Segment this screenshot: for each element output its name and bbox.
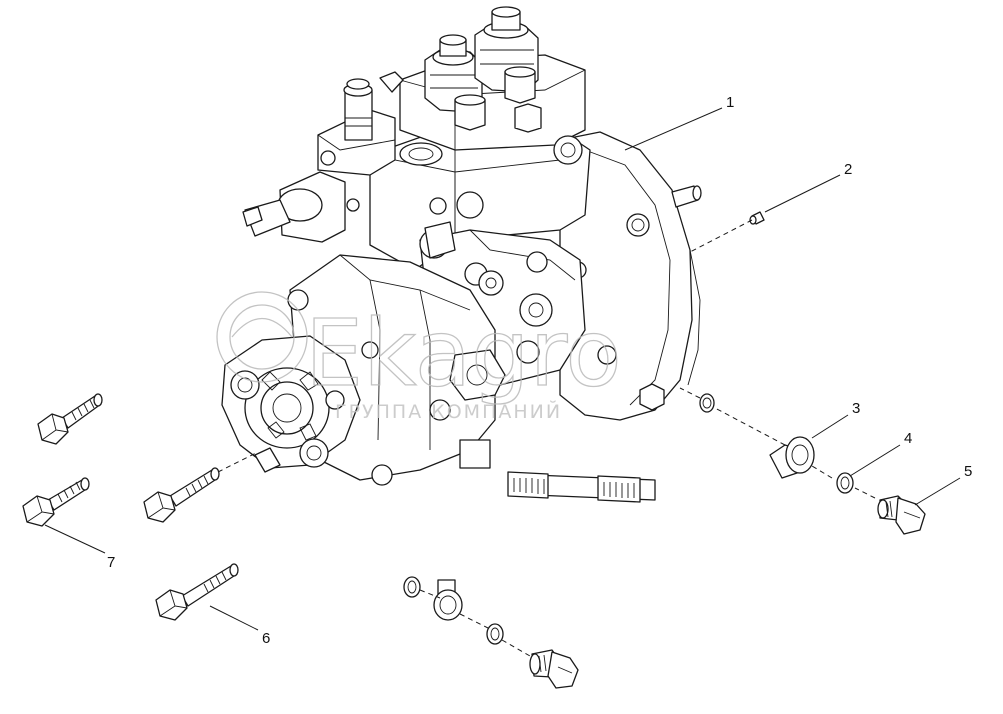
callout-7: 7 bbox=[107, 554, 115, 571]
watermark-brand: Ekagro bbox=[305, 300, 622, 407]
fuel-pump-assembly bbox=[221, 6, 702, 486]
pressure-sensor bbox=[343, 71, 404, 141]
watermark-tagline: ГРУППА КОМПАНИЙ bbox=[335, 400, 562, 423]
callout-5: 5 bbox=[964, 463, 972, 480]
part-2-plug bbox=[749, 211, 765, 225]
callout-1: 1 bbox=[726, 94, 734, 111]
part-3-fuel-line bbox=[433, 436, 815, 621]
part-7-bolt-lower bbox=[22, 477, 90, 527]
part-5-banjo-bolt bbox=[877, 495, 926, 535]
part-6-bolt-upper bbox=[143, 467, 220, 523]
watermark: Ekagro ГРУППА КОМПАНИЙ bbox=[216, 291, 622, 423]
callout-labels: 1 2 3 4 5 6 7 bbox=[107, 94, 972, 647]
part-7-bolt-upper bbox=[37, 393, 103, 445]
metering-valve bbox=[242, 171, 346, 243]
callout-6: 6 bbox=[262, 630, 270, 647]
gear-pump-face bbox=[221, 335, 361, 473]
part-5-banjo-bolt-lower bbox=[529, 649, 579, 689]
callout-4: 4 bbox=[904, 430, 912, 447]
leader-lines bbox=[44, 107, 961, 657]
callout-2: 2 bbox=[844, 161, 852, 178]
part-4-washers bbox=[403, 393, 854, 645]
callout-3: 3 bbox=[852, 400, 860, 417]
small-hex-plugs bbox=[454, 66, 542, 133]
part-6-bolt-lower bbox=[155, 563, 239, 621]
